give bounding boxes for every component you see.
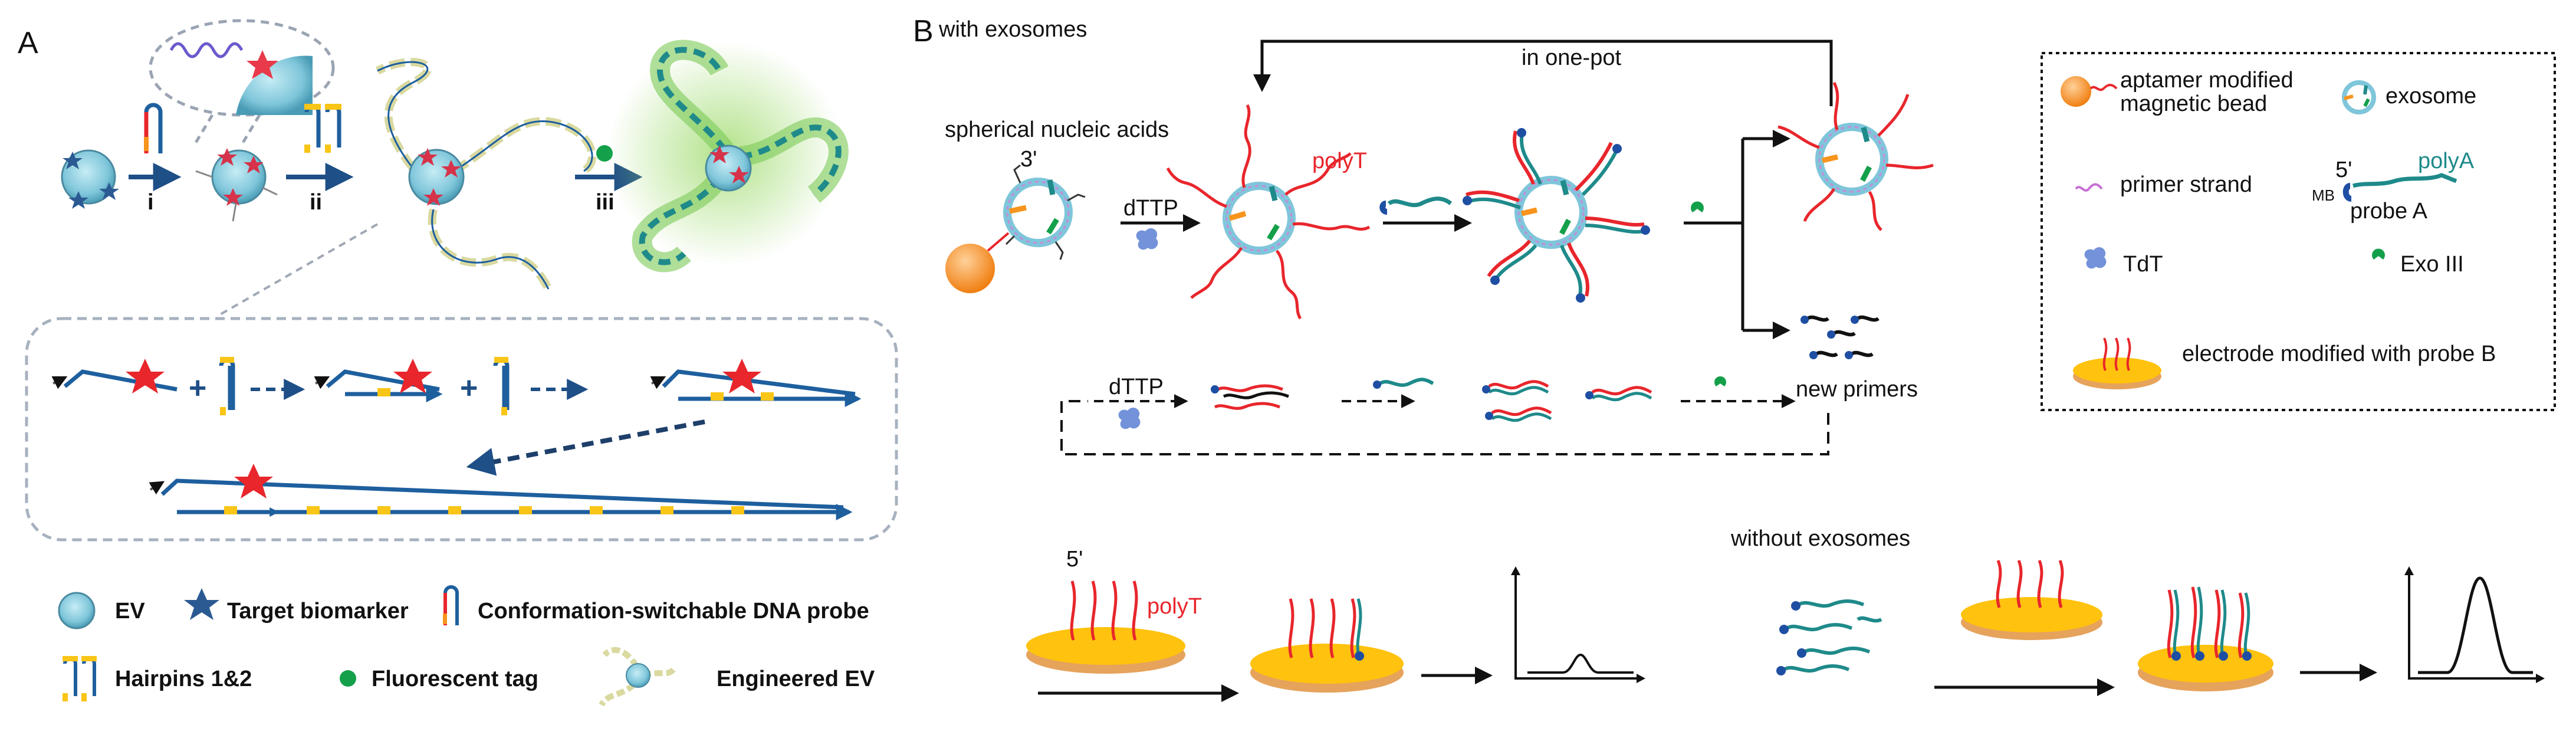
probe-icon-step-i (144, 103, 163, 153)
legend-five-prime: 5' (2335, 158, 2352, 182)
step-ii-label: ii (310, 190, 322, 215)
hairpins-legend-icon (63, 656, 97, 701)
zoom-guide-line (218, 223, 378, 317)
engineered-ev-legend-icon (599, 647, 678, 707)
tdt-enzyme-icon (1136, 228, 1158, 250)
probe-legend-icon (443, 585, 459, 625)
exosome-legend-icon (2342, 80, 2376, 114)
bead-legend-icon (2061, 76, 2091, 107)
legend-aptamer-1: aptamer modified (2120, 68, 2294, 93)
star-icon (184, 588, 219, 620)
legend-tdt: TdT (2123, 252, 2163, 277)
ev-legend-icon (58, 592, 96, 629)
ev-3-amplified (375, 58, 597, 291)
without-exosomes-label: without exosomes (1730, 526, 1910, 551)
legend-electrode: electrode modified with probe B (2182, 342, 2496, 366)
panel-a: A i (18, 19, 898, 707)
zoom-bubble (149, 19, 335, 146)
three-prime-label: 3' (1020, 147, 1037, 172)
new-primers-label: new primers (1796, 377, 1918, 402)
legend-aptamer-2: magnetic bead (2120, 91, 2267, 116)
panel-b: B with exosomes in one-pot spherical nuc… (913, 14, 2556, 702)
exosome-recycled (1777, 81, 1934, 231)
probe-a-icon-step (1387, 196, 1453, 208)
new-primers (1800, 315, 1880, 359)
sna-label: spherical nucleic acids (945, 117, 1169, 142)
magnetic-bead-icon (945, 244, 995, 293)
panel-a-legend: EV Target biomarker Conformation-switcha… (58, 585, 875, 707)
probe-a-legend-icon (2342, 173, 2457, 202)
ev-1 (61, 149, 119, 209)
legend-engineered: Engineered EV (717, 667, 875, 691)
legend-exosome: exosome (2386, 84, 2476, 109)
panel-b-legend: aptamer modified magnetic bead exosome p… (2041, 52, 2556, 411)
fluorescent-tag-legend-icon (340, 670, 356, 687)
svg-text:+: + (460, 371, 478, 405)
exosome-polyt (1166, 104, 1371, 320)
legend-probe: Conformation-switchable DNA probe (478, 599, 869, 624)
hcr-detail-box: + + (25, 317, 898, 542)
exo-iii-icon-step (1691, 201, 1704, 212)
polyt-label: polyT (1312, 149, 1367, 173)
legend-ev: EV (115, 599, 145, 624)
legend-polya: polyA (2418, 149, 2475, 173)
exo-iii-legend-icon (2372, 248, 2385, 260)
dttp-label: dTTP (1123, 196, 1178, 221)
electrode-signal-sequence (1776, 560, 2545, 696)
electrode-baseline-sequence: 5' polyT (1026, 547, 1645, 702)
engineered-ev (607, 40, 849, 273)
exo-iii-icon-2 (1714, 376, 1727, 386)
dttp-label-2: dTTP (1109, 375, 1164, 399)
exosome-hybridized (1463, 128, 1650, 303)
legend-exo-iii: Exo III (2400, 252, 2464, 277)
tdt-enzyme-icon-2 (1118, 408, 1141, 429)
electrode-legend-icon (2073, 337, 2161, 389)
panel-b-label: B (913, 14, 934, 48)
one-pot-loop: in one-pot (1253, 40, 1833, 106)
legend-target: Target biomarker (227, 599, 409, 624)
legend-mb: MB (2312, 186, 2335, 204)
legend-hairpins: Hairpins 1&2 (115, 667, 252, 691)
tdt-legend-icon (2084, 247, 2107, 269)
step-iii-label: iii (596, 190, 615, 215)
legend-probe-a: probe A (2350, 199, 2428, 224)
legend-fluor: Fluorescent tag (372, 667, 538, 691)
primer-cycle: dTTP (1060, 375, 1829, 455)
panel-a-label: A (18, 26, 38, 60)
step-i-label: i (147, 190, 154, 215)
primer-legend-icon (2075, 183, 2103, 192)
five-prime-label: 5' (1066, 547, 1083, 572)
legend-primer: primer strand (2120, 172, 2252, 197)
panel-b-title: with exosomes (938, 17, 1087, 42)
polyt-label-2: polyT (1147, 594, 1202, 619)
ev-2 (195, 148, 278, 222)
hairpins-icon-step-ii (304, 104, 341, 153)
svg-text:+: + (189, 371, 206, 405)
sna-exosome (945, 164, 1086, 293)
one-pot-label: in one-pot (1522, 45, 1621, 70)
